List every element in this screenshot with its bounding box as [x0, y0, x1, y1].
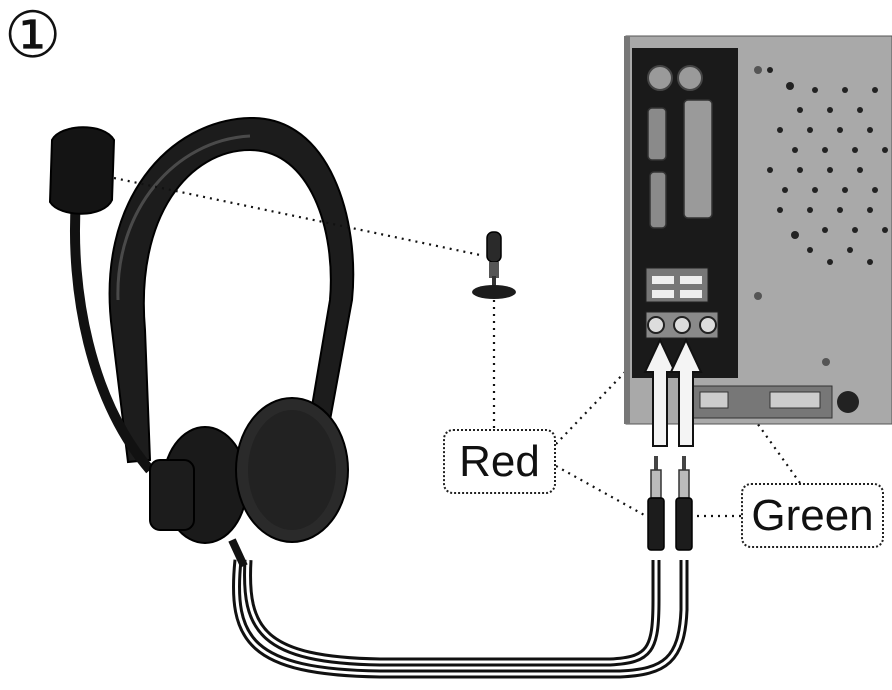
audio-plugs: [647, 456, 693, 551]
connector-mic-to-icon: [113, 176, 481, 257]
step-number: ①: [4, 0, 62, 73]
pc-audio-jack-speaker: [673, 316, 691, 334]
arrow-green-plug: [669, 337, 703, 447]
pc-fan-grille: [767, 67, 888, 265]
headset: [48, 116, 355, 568]
label-green: Green: [741, 483, 884, 548]
insertion-arrows: [643, 337, 703, 447]
pc-rear-panel: [624, 35, 892, 425]
microphone-icon: [472, 231, 516, 299]
label-red: Red: [443, 429, 556, 494]
plug-green: [675, 456, 693, 551]
pc-audio-jack-mic: [699, 316, 717, 334]
headset-cable: [231, 559, 689, 679]
headset-mic-boom: [69, 199, 154, 474]
connector-red-to-plug: [555, 465, 647, 517]
plug-red: [647, 456, 665, 551]
headset-mic-foam: [48, 126, 116, 215]
pc-audio-jack-line-in: [647, 316, 665, 334]
